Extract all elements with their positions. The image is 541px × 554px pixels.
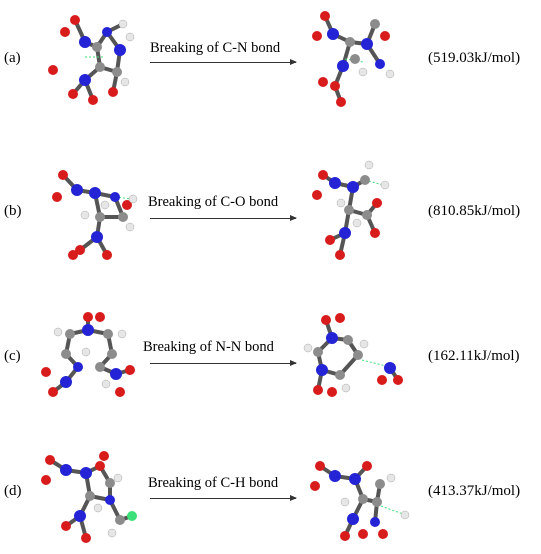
reaction-arrow	[150, 215, 297, 221]
reaction-description: Breaking of C-H bond	[148, 475, 279, 491]
reaction-description: Breaking of C-N bond	[150, 40, 281, 56]
reaction-row-a: (a) Breaking of C-N bond (519.03kJ/mol)	[0, 0, 541, 130]
reactant-molecule-image	[48, 15, 135, 105]
reaction-row-c: (c) Breaking of N-N bond (162.11kJ/mol)	[0, 290, 541, 420]
reactant-molecule-image	[52, 170, 138, 260]
reaction-label: (c)	[4, 348, 21, 364]
reaction-arrow	[150, 360, 297, 366]
bond-energy: (162.11kJ/mol)	[428, 348, 520, 364]
reaction-description: Breaking of C-O bond	[148, 194, 279, 210]
bond-energy: (810.85kJ/mol)	[428, 203, 521, 219]
reaction-row-b: (b) Breaking of C-O bond (810.85kJ/mol)	[0, 140, 541, 270]
bond-energy: (519.03kJ/mol)	[428, 50, 521, 66]
product-molecule-image	[312, 160, 390, 260]
reaction-arrow	[150, 59, 297, 65]
reactant-molecule-image	[41, 312, 135, 397]
reaction-label: (a)	[4, 50, 21, 66]
bond-energy: (413.37kJ/mol)	[428, 483, 521, 499]
product-molecule-image	[310, 461, 410, 541]
reaction-label: (d)	[4, 483, 22, 499]
reaction-label: (b)	[4, 203, 22, 219]
reactant-molecule-image	[41, 451, 137, 543]
reaction-row-d: (d) Breaking of C-H bond (413.37kJ	[0, 420, 541, 550]
product-molecule-image	[303, 313, 403, 397]
reaction-arrow	[150, 495, 297, 501]
reaction-description: Breaking of N-N bond	[143, 339, 274, 355]
product-molecule-image	[312, 11, 395, 107]
